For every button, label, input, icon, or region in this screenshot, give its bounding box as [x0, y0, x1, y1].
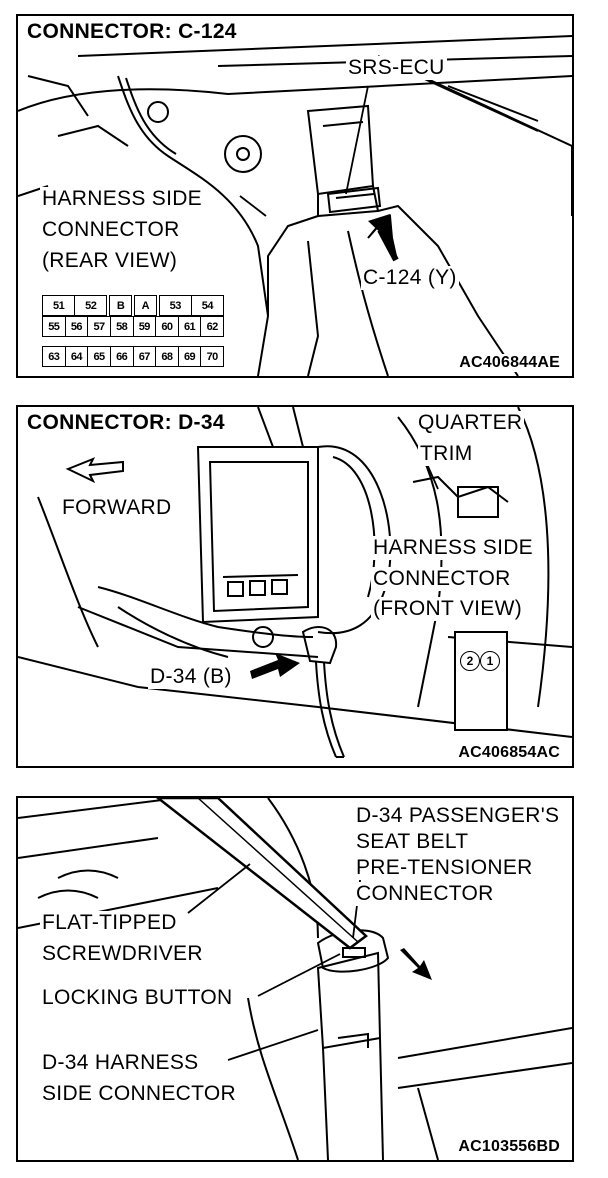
screwdriver-unlock-illustration	[18, 798, 572, 1160]
pin-cell: A	[133, 295, 158, 316]
pin-cell: 56	[64, 316, 89, 337]
pretensioner-connector-panel: D-34 PASSENGER'S SEAT BELT PRE-TENSIONER…	[16, 796, 574, 1162]
figure-code: AC406844AE	[457, 354, 562, 372]
pretensioner-label-line2: SEAT BELT	[354, 830, 471, 855]
pin-cell: 52	[74, 295, 108, 316]
pin-cell: 59	[132, 316, 157, 337]
pin-cell: 2	[460, 651, 480, 671]
pin-cell: 63	[42, 346, 66, 367]
c124-pin-layout-row3: 63 64 65 66 67 68 69 70	[42, 346, 224, 367]
figure-code: AC406854AC	[456, 744, 562, 762]
pin-row: 63 64 65 66 67 68 69 70	[42, 346, 224, 367]
panel-title: CONNECTOR: C-124	[24, 20, 240, 44]
pretensioner-label-line4: CONNECTOR	[354, 882, 496, 907]
harness-side-label: HARNESS SIDE	[40, 187, 204, 212]
pin-cell: B	[108, 295, 133, 316]
screwdriver-label-line2: SCREWDRIVER	[40, 942, 205, 967]
pin-cell: 64	[64, 346, 89, 367]
pin-cell: 1	[480, 651, 500, 671]
panel-title: CONNECTOR: D-34	[24, 411, 228, 435]
screwdriver-label-line1: FLAT-TIPPED	[40, 911, 179, 936]
trim-label: TRIM	[418, 442, 475, 467]
pin-cell: 69	[177, 346, 202, 367]
pretensioner-label-line1: D-34 PASSENGER'S	[354, 804, 562, 829]
pin-cell: 57	[87, 316, 111, 337]
connector-c124-panel: CONNECTOR: C-124 SRS-ECU HARNESS SIDE CO…	[16, 14, 574, 378]
pin-cell: 68	[155, 346, 179, 367]
harness-connector-label: CONNECTOR	[371, 567, 513, 592]
forward-label: FORWARD	[60, 496, 174, 521]
srs-ecu-illustration	[18, 35, 572, 376]
harness-connector-label: CONNECTOR	[40, 218, 182, 243]
pin-cell: 65	[87, 346, 111, 367]
pin-cell: 70	[200, 346, 224, 367]
c124-pin-layout-row2: 55 56 57 58 59 60 61 62	[42, 316, 224, 337]
figure-code: AC103556BD	[456, 1138, 562, 1156]
pin-cell: 54	[190, 295, 225, 316]
harness-view-label: (REAR VIEW)	[40, 249, 180, 274]
c124-callout-label: C-124 (Y)	[361, 266, 459, 291]
pin-cell: 66	[109, 346, 134, 367]
harness-connector-label-line1: D-34 HARNESS	[40, 1051, 201, 1076]
pin-cell: 58	[109, 316, 134, 337]
d34-pin-layout: 2 1	[454, 631, 508, 731]
pin-cell: 67	[132, 346, 157, 367]
c124-pin-layout: 51 52 B A 53 54	[41, 295, 225, 316]
harness-connector-label-line2: SIDE CONNECTOR	[40, 1082, 238, 1107]
harness-view-label: (FRONT VIEW)	[371, 597, 525, 622]
pin-cell: 62	[200, 316, 224, 337]
pin-row: 55 56 57 58 59 60 61 62	[42, 316, 224, 337]
srs-ecu-label: SRS-ECU	[346, 56, 447, 81]
locking-button-label: LOCKING BUTTON	[40, 986, 235, 1011]
pin-cell: 51	[41, 295, 76, 316]
pin-cell: 55	[42, 316, 66, 337]
harness-side-label: HARNESS SIDE	[371, 536, 535, 561]
pin-cell: 60	[155, 316, 179, 337]
connector-d34-panel: CONNECTOR: D-34 QUARTER TRIM FORWARD HAR…	[16, 405, 574, 768]
pin-row: 51 52 B A 53 54	[41, 295, 225, 316]
quarter-label: QUARTER	[416, 411, 525, 436]
pin-cell: 61	[177, 316, 202, 337]
pretensioner-label-line3: PRE-TENSIONER	[354, 856, 535, 881]
pin-cell: 53	[158, 295, 192, 316]
d34-callout-label: D-34 (B)	[148, 665, 234, 690]
